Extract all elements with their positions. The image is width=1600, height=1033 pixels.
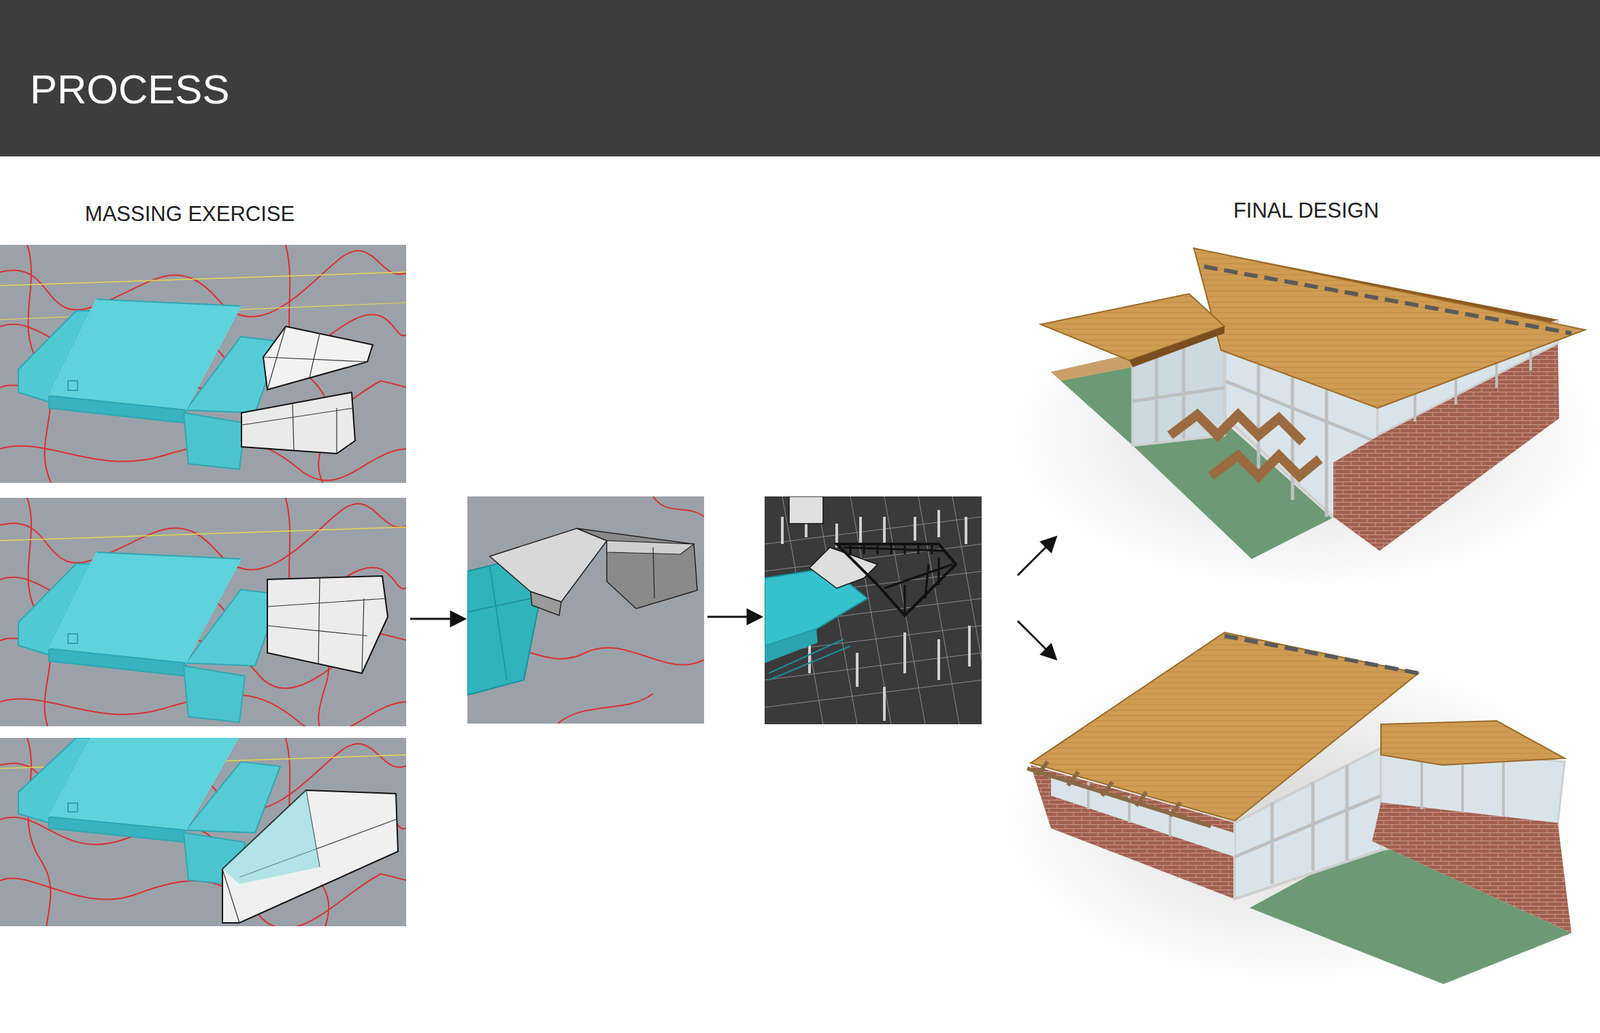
process-arrow [410, 537, 1056, 660]
illustration-part [653, 496, 705, 518]
illustration-part [1027, 761, 1211, 827]
massing-panel [0, 738, 407, 927]
illustration-part [850, 544, 932, 555]
final-render [1000, 632, 1586, 987]
section-heading: MASSING EXERCISE [85, 202, 295, 227]
illustration-part [1041, 644, 1056, 660]
illustration-part [1210, 455, 1320, 477]
illustration-part [1380, 721, 1565, 766]
illustration-part [18, 552, 281, 723]
illustration-part [836, 544, 956, 616]
illustration-part [1170, 414, 1303, 443]
illustration-part [410, 618, 455, 621]
illustration-part [809, 625, 970, 722]
illustration-part [451, 612, 465, 626]
illustration-part [1204, 266, 1572, 334]
illustration-part [241, 402, 354, 454]
massing-panel [0, 244, 407, 483]
illustration-part [764, 629, 818, 664]
illustration-part [653, 547, 655, 599]
illustration-part [489, 528, 607, 603]
illustration-part [467, 496, 705, 724]
illustration-part [0, 244, 407, 483]
illustration-part [764, 517, 982, 708]
illustration-part [1129, 326, 1225, 368]
illustration-part [768, 639, 851, 681]
illustration-part [0, 272, 407, 286]
illustration-part [222, 790, 396, 924]
page-title: PROCESS [29, 65, 230, 114]
illustration-part [1193, 248, 1586, 409]
illustration-part [267, 576, 388, 674]
header-bar [0, 0, 1600, 157]
illustration-part [1041, 537, 1056, 552]
illustration-part [1017, 621, 1048, 652]
illustration-part [1040, 293, 1225, 361]
illustration-part [764, 496, 982, 725]
illustration-part [747, 610, 762, 624]
illustration-part [843, 547, 953, 616]
illustration-part [707, 616, 752, 619]
illustration-part [557, 693, 654, 724]
illustration-part [0, 497, 407, 727]
illustration-part [764, 496, 982, 725]
illustration-part [789, 496, 824, 524]
illustration-part [850, 544, 932, 555]
illustration-part [530, 591, 562, 616]
section-heading: FINAL DESIGN [1233, 198, 1379, 224]
illustration-part [606, 540, 694, 555]
illustration-part [267, 578, 387, 674]
illustration-part [263, 326, 368, 390]
massing-panel [0, 497, 407, 727]
illustration-part [576, 528, 698, 609]
massing-panel [467, 496, 705, 724]
illustration-part [1372, 802, 1572, 934]
illustration-part [1030, 632, 1419, 822]
massing-panel [764, 496, 982, 725]
illustration-part [1224, 636, 1419, 674]
illustration-part [1027, 761, 1211, 827]
illustration-part [263, 326, 373, 390]
illustration-part [0, 244, 407, 483]
illustration-part [1051, 353, 1133, 381]
final-render [1006, 248, 1600, 592]
illustration-part [1333, 435, 1380, 552]
illustration-part [1017, 545, 1048, 576]
illustration-part [0, 497, 407, 727]
illustration-part [241, 392, 356, 454]
illustration-part [222, 790, 320, 885]
illustration-part [222, 790, 398, 924]
illustration-part [0, 527, 407, 541]
illustration-part [809, 547, 878, 589]
